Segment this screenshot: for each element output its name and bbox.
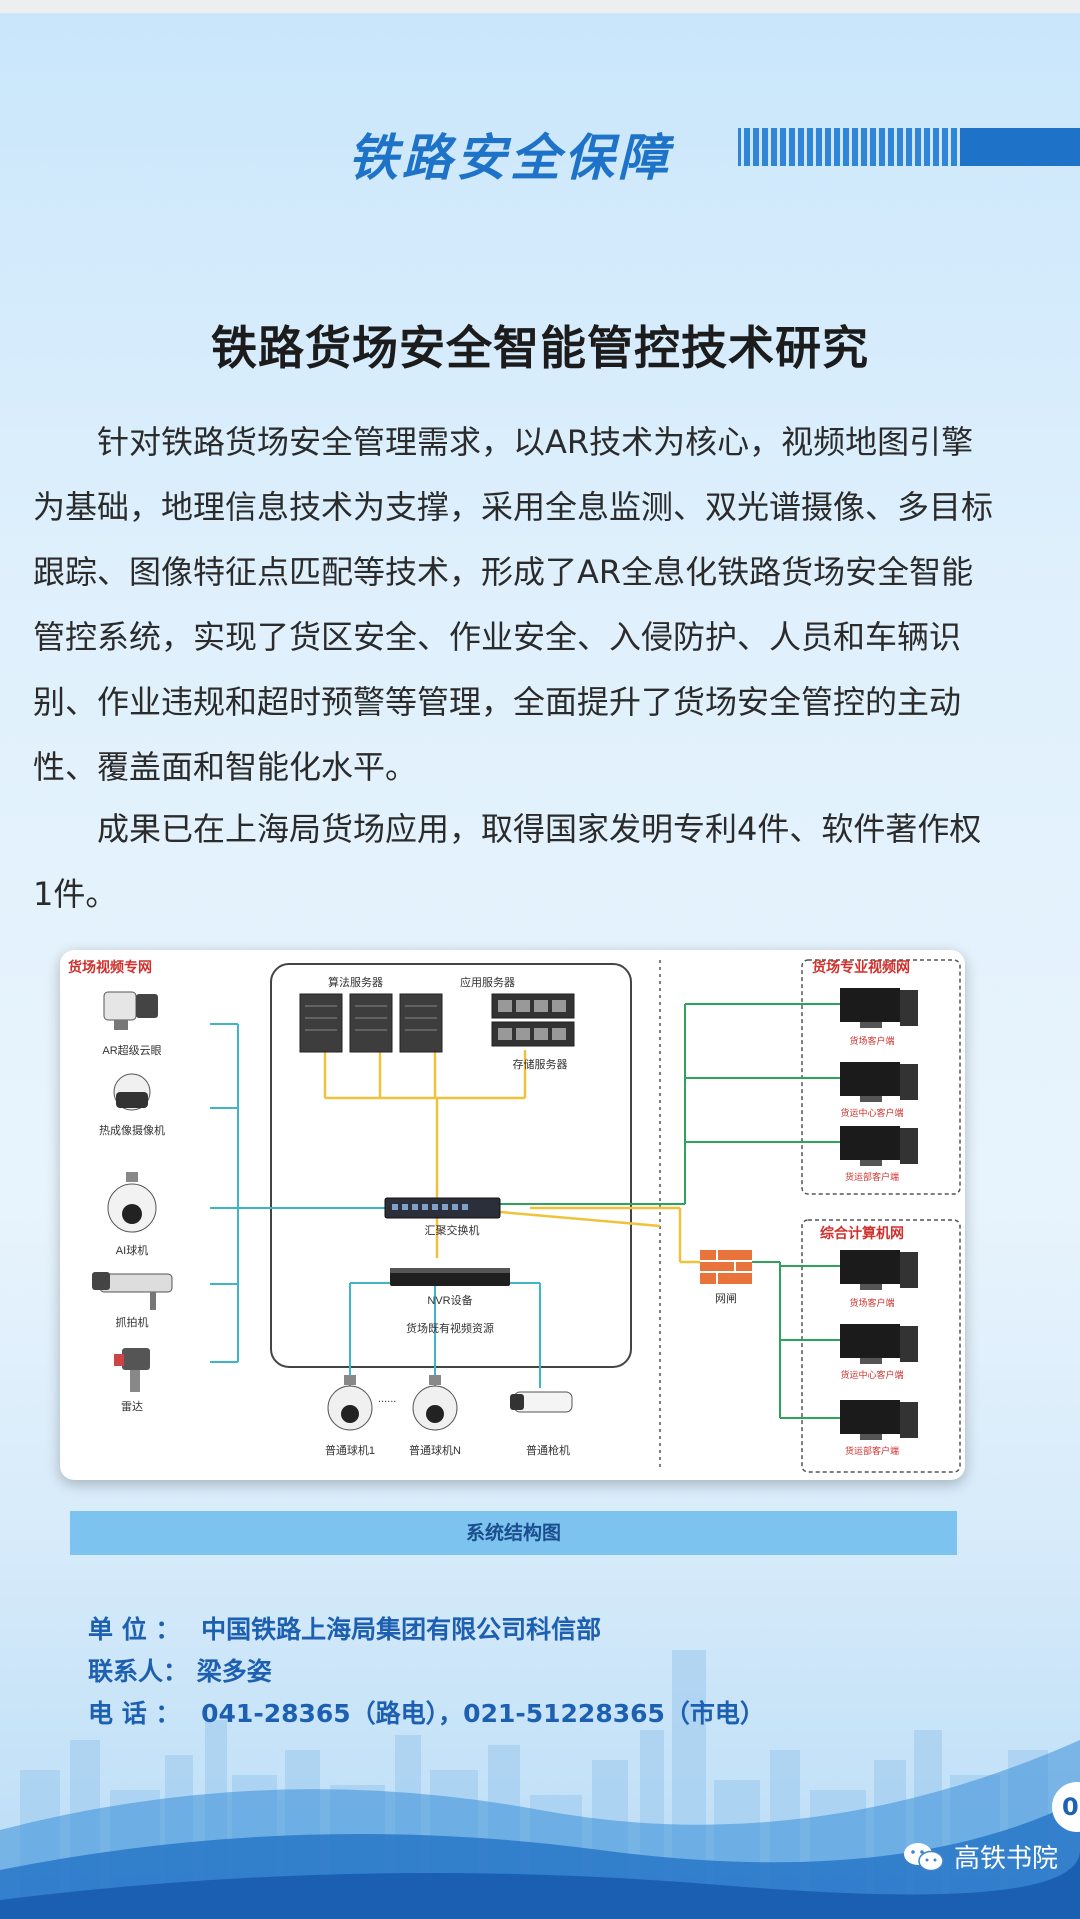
right-bottom-client-label-3: 货运部客户端: [845, 1445, 899, 1456]
header-stripe-solid: [960, 128, 1080, 166]
person-label: 联系人：: [88, 1657, 189, 1686]
brand-watermark: 高铁书院: [902, 1838, 1058, 1875]
right-bottom-client-label-2: 货运中心客户端: [840, 1369, 903, 1380]
bottom-device-label-2: 普通球机N: [409, 1443, 461, 1457]
article-title: 铁路货场安全智能管控技术研究: [211, 321, 869, 375]
algorithm-server-icon: [299, 993, 443, 1053]
ai-dome-camera-icon: [107, 1172, 157, 1233]
phone-label: 电 话 ：: [88, 1699, 181, 1728]
nvr-label: NVR设备: [427, 1293, 472, 1307]
device-label-2: 热成像摄像机: [99, 1123, 165, 1137]
contact-person: 联系人： 梁多姿: [88, 1652, 272, 1688]
thermal-camera-icon: [113, 1073, 151, 1111]
bottom-device-label-1: 普通球机1: [325, 1443, 375, 1457]
right-bottom-group-border: [801, 1219, 961, 1473]
device-links: [210, 1023, 541, 1388]
dome-camera-n-icon: [412, 1375, 458, 1431]
article-paragraph-1: 针对铁路货场安全管理需求，以AR技术为核心，视频地图引擎为基础，地理信息技术为支…: [33, 423, 994, 786]
right-top-group-title: 货场专业视频网: [811, 959, 910, 975]
dome-camera-1-icon: [327, 1375, 373, 1431]
section-header-title: 铁路安全保障: [348, 129, 672, 187]
right-bottom-client-label-1: 货场客户端: [849, 1297, 894, 1308]
contact-phone: 电 话 ： 041-28365（路电），021-51228365（市电）: [88, 1694, 765, 1730]
right-top-client-label-2: 货运中心客户端: [840, 1107, 903, 1118]
server-links: [323, 1045, 700, 1264]
city-skyline-decoration: [0, 1650, 1080, 1919]
contact-unit: 单 位 ： 中国铁路上海局集团有限公司科信部: [88, 1610, 601, 1646]
capture-camera-icon: [92, 1272, 173, 1310]
client-monitor-icon: [840, 988, 918, 1028]
radar-icon: [114, 1348, 150, 1392]
phone-value: 041-28365（路电），021-51228365（市电）: [201, 1699, 765, 1728]
aggregation-switch-icon: [384, 1197, 501, 1219]
client-links: [500, 1003, 840, 1419]
switch-label: 汇聚交换机: [425, 1223, 480, 1237]
bullet-camera-icon: [510, 1391, 573, 1413]
person-value: 梁多姿: [196, 1657, 272, 1686]
server-zone-border: [270, 963, 632, 1368]
client-monitor-icon: [840, 1062, 918, 1102]
device-label-3: AI球机: [116, 1243, 148, 1257]
unit-value: 中国铁路上海局集团有限公司科信部: [201, 1615, 602, 1644]
client-monitor-icon: [840, 1250, 918, 1290]
left-group-title: 货场视频专网: [67, 959, 152, 975]
wechat-icon: [904, 1842, 944, 1871]
client-monitor-icon: [840, 1324, 918, 1364]
application-server-icon: [491, 993, 575, 1047]
system-structure-diagram: 货场视频专网 货场专业视频网 综合计算机网 AR超级云眼 热成像摄像机 AI球机…: [60, 950, 965, 1480]
device-label-5: 雷达: [121, 1400, 143, 1413]
ar-cloud-eye-icon: [103, 991, 158, 1030]
top-status-strip: [0, 0, 1080, 13]
algo-server-label: 算法服务器: [328, 975, 383, 989]
nvr-device-icon: [390, 1268, 510, 1286]
bottom-device-label-3: 普通枪机: [526, 1443, 570, 1457]
ellipsis-label: ......: [378, 1393, 396, 1405]
diagram-caption: 系统结构图: [70, 1511, 957, 1555]
right-top-client-label-1: 货场客户端: [849, 1035, 894, 1046]
client-monitor-icon: [840, 1126, 918, 1166]
device-label-1: AR超级云眼: [102, 1043, 161, 1057]
right-bottom-group-title: 综合计算机网: [820, 1225, 904, 1241]
unit-label: 单 位 ：: [88, 1615, 181, 1644]
gateway-label: 网闸: [715, 1292, 737, 1305]
right-top-client-label-3: 货运部客户端: [845, 1171, 899, 1182]
client-monitor-icon: [840, 1400, 918, 1440]
gateway-firewall-icon: [700, 1250, 752, 1284]
existing-resources-label: 货场既有视频资源: [406, 1321, 494, 1335]
storage-server-label: 存储服务器: [513, 1057, 568, 1071]
brand-name: 高铁书院: [954, 1844, 1059, 1874]
app-server-label: 应用服务器: [460, 975, 515, 989]
device-label-4: 抓拍机: [116, 1315, 149, 1329]
article-paragraph-2: 成果已在上海局货场应用，取得国家发明专利4件、软件著作权1件。: [33, 810, 982, 913]
